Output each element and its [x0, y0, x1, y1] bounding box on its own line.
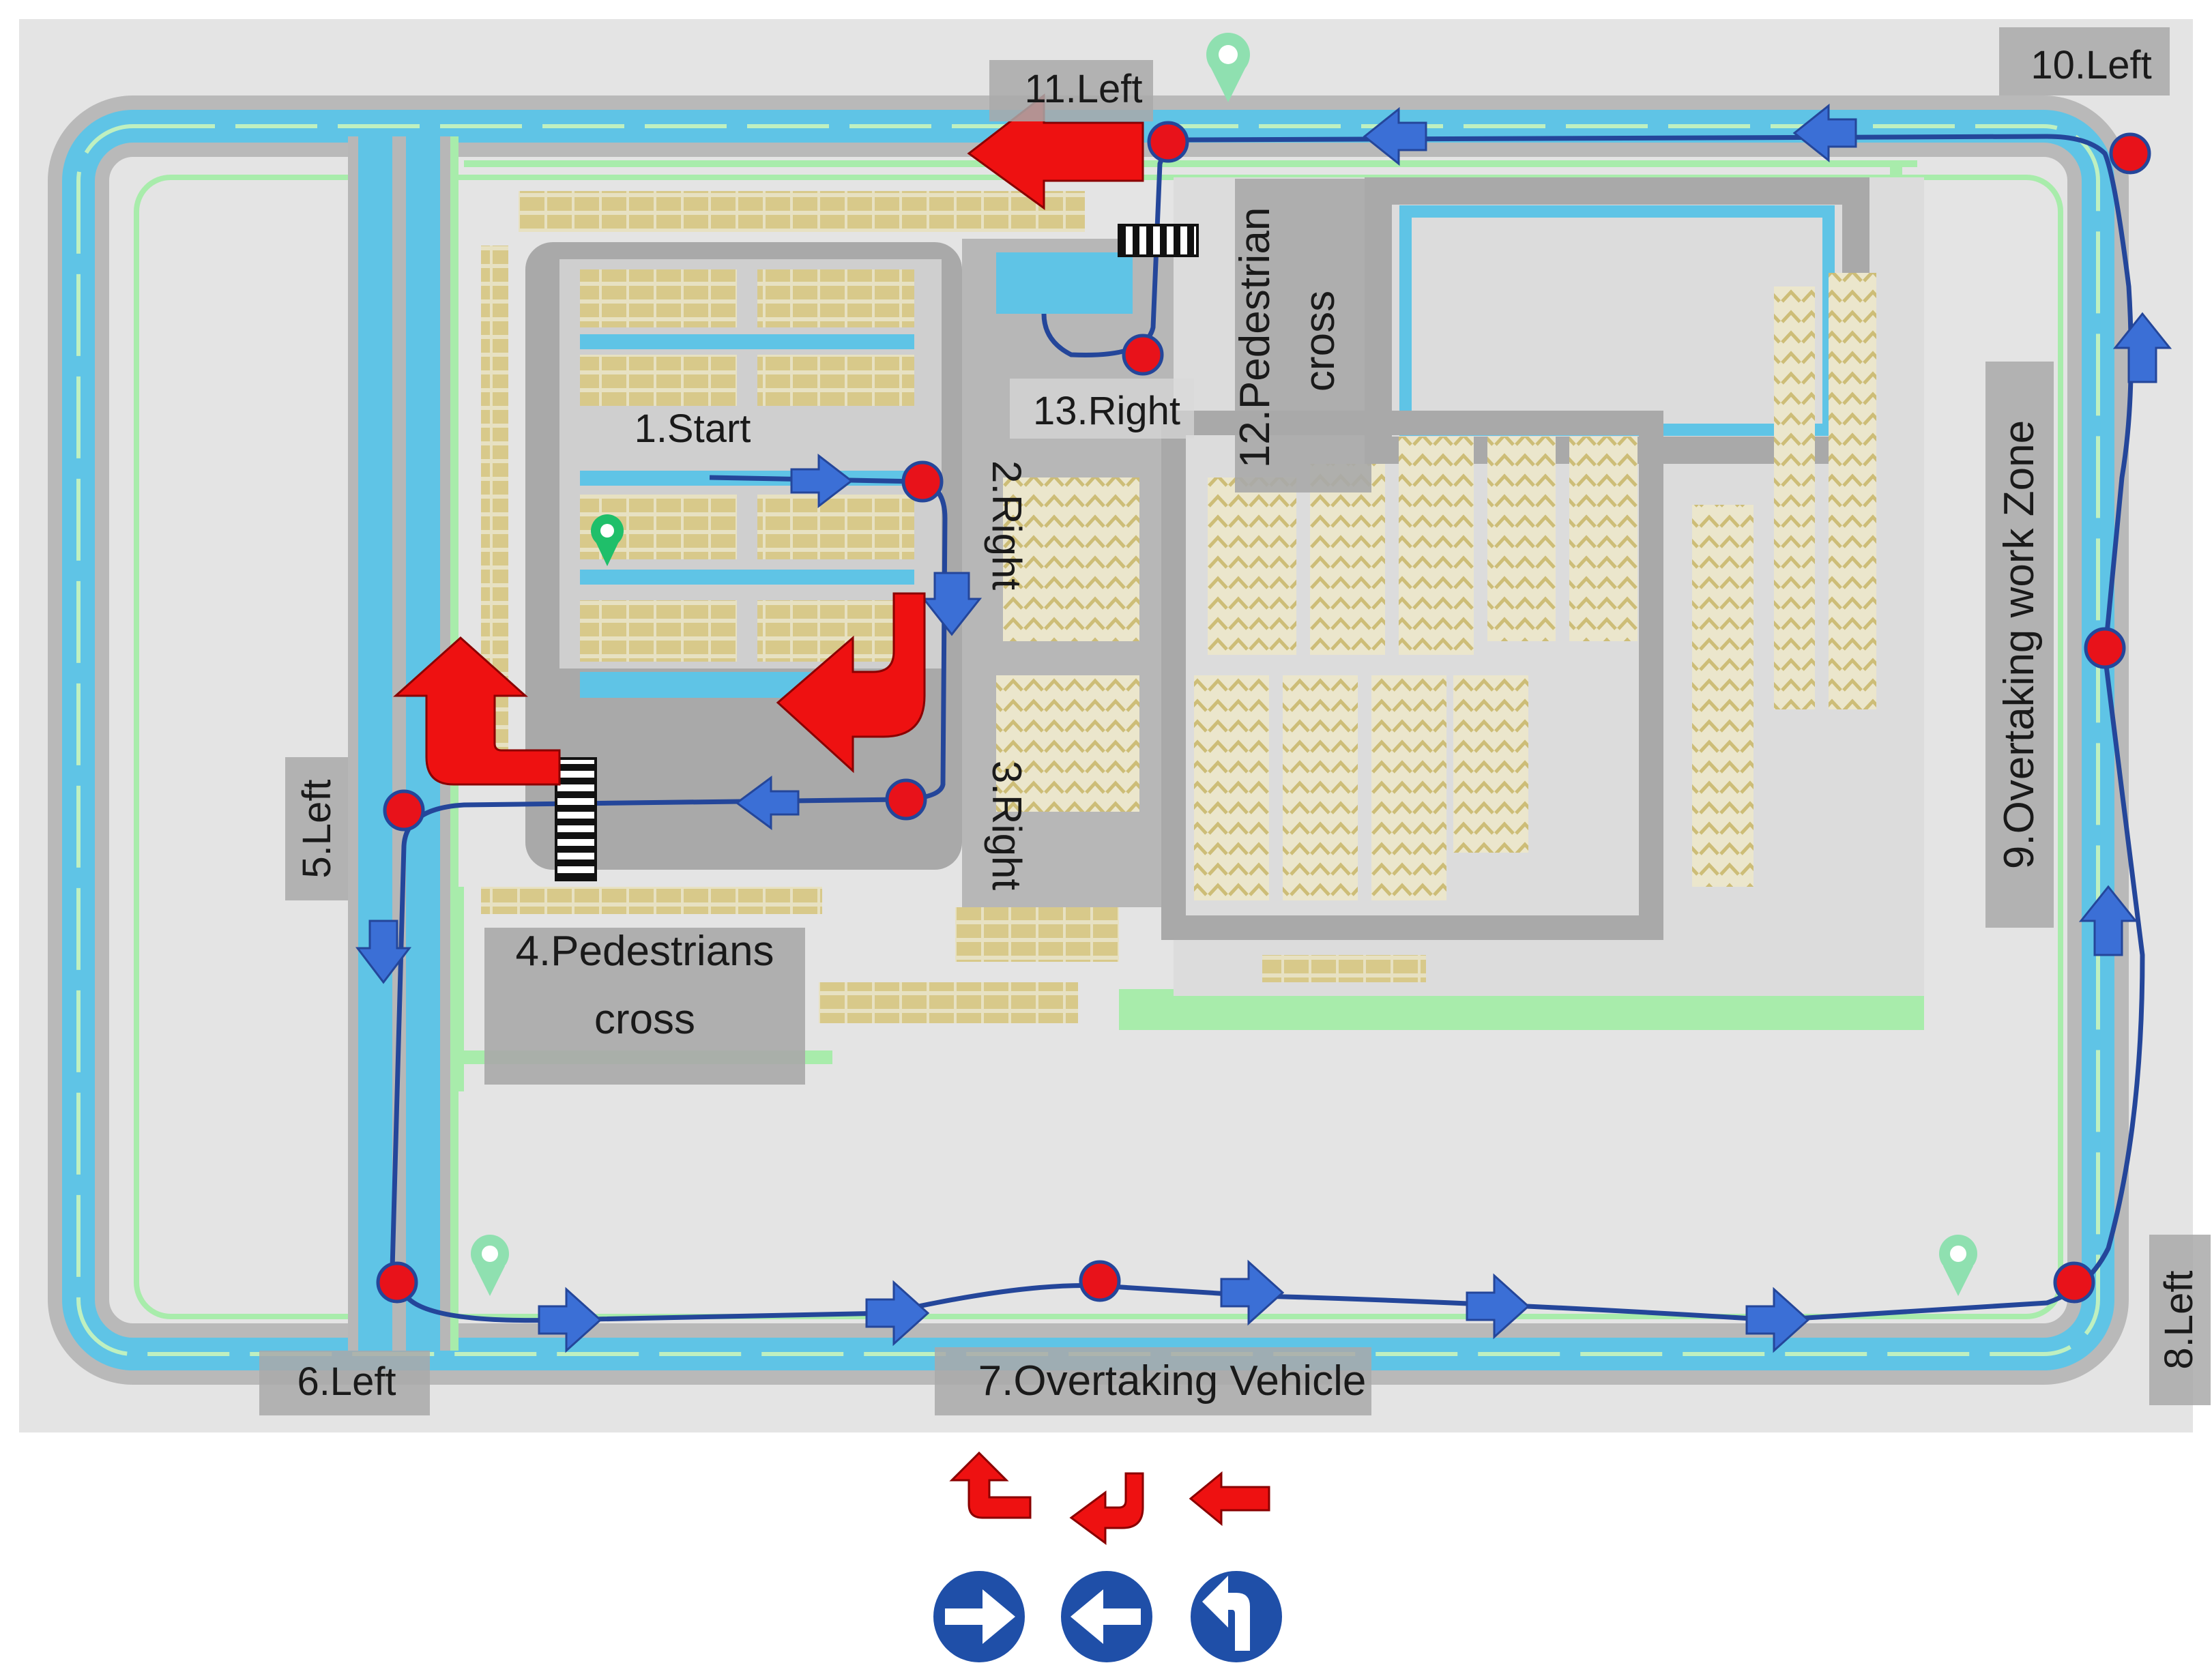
waypoint [2053, 1261, 2095, 1304]
turn-arrow-icon [393, 93, 1144, 786]
left-turn-red-arrow-icon [949, 1451, 1032, 1519]
crosswalk [1118, 224, 1199, 257]
label-2-right: 2.Right [984, 460, 1030, 590]
waypoint [376, 1261, 418, 1304]
pin-icon [1206, 33, 1250, 102]
left-road [348, 136, 459, 1351]
waypoint [885, 778, 927, 821]
waypoint [2109, 132, 2151, 175]
waypoint [1079, 1260, 1121, 1302]
label-10-left: 10.Left [2031, 43, 2151, 87]
label-13-right: 13.Right [1033, 389, 1180, 433]
direction-arrow-icon [355, 103, 2172, 1353]
waypoint-markers [376, 121, 2151, 1304]
legend-signs [929, 1567, 1286, 1666]
base-map [19, 19, 2193, 1432]
waypoint [2084, 627, 2126, 669]
left-red-arrow-icon [1189, 1471, 1270, 1527]
label-5-left: 5.Left [295, 779, 339, 878]
label-3-right: 3.Right [984, 761, 1030, 890]
waypoint [1122, 334, 1164, 376]
pin-icon [1939, 1235, 1977, 1296]
left-arrow-sign-icon [1057, 1567, 1156, 1666]
right-arrow-sign-icon [929, 1567, 1029, 1666]
green-strip [450, 887, 464, 1091]
map-pin-icon [591, 514, 624, 566]
label-9-overtaking-work-zone: 9.Overtaking work Zone [1996, 420, 2043, 869]
label-11-left: 11.Left [1024, 67, 1142, 111]
green-strip [464, 160, 1917, 167]
route [355, 103, 2172, 1353]
waypoint [901, 460, 944, 503]
pin-icon [471, 1235, 509, 1296]
legend-arrows [949, 1451, 1270, 1545]
label-1-start: 1.Start [635, 407, 751, 451]
route-labels: 11.Left 10.Left 12.Pedestrian cross 13.R… [259, 27, 2211, 1415]
label-7-overtaking-vehicle: 7.Overtaking Vehicle [978, 1357, 1367, 1405]
label-4-cross: cross [594, 996, 695, 1043]
right-turn-red-arrow-icon [1069, 1472, 1144, 1545]
label-12-pedestrian: 12.Pedestrian [1232, 207, 1279, 469]
turn-left-sign-icon [1187, 1567, 1286, 1666]
waypoint [1147, 121, 1189, 163]
label-6-left: 6.Left [297, 1359, 396, 1404]
parking-block-center [955, 239, 1187, 962]
label-12-cross: cross [1296, 291, 1343, 392]
label-8-left: 8.Left [2157, 1270, 2201, 1369]
crosswalk [555, 757, 597, 881]
label-4-pedestrians: 4.Pedestrians [515, 928, 774, 975]
waypoint [383, 789, 425, 832]
